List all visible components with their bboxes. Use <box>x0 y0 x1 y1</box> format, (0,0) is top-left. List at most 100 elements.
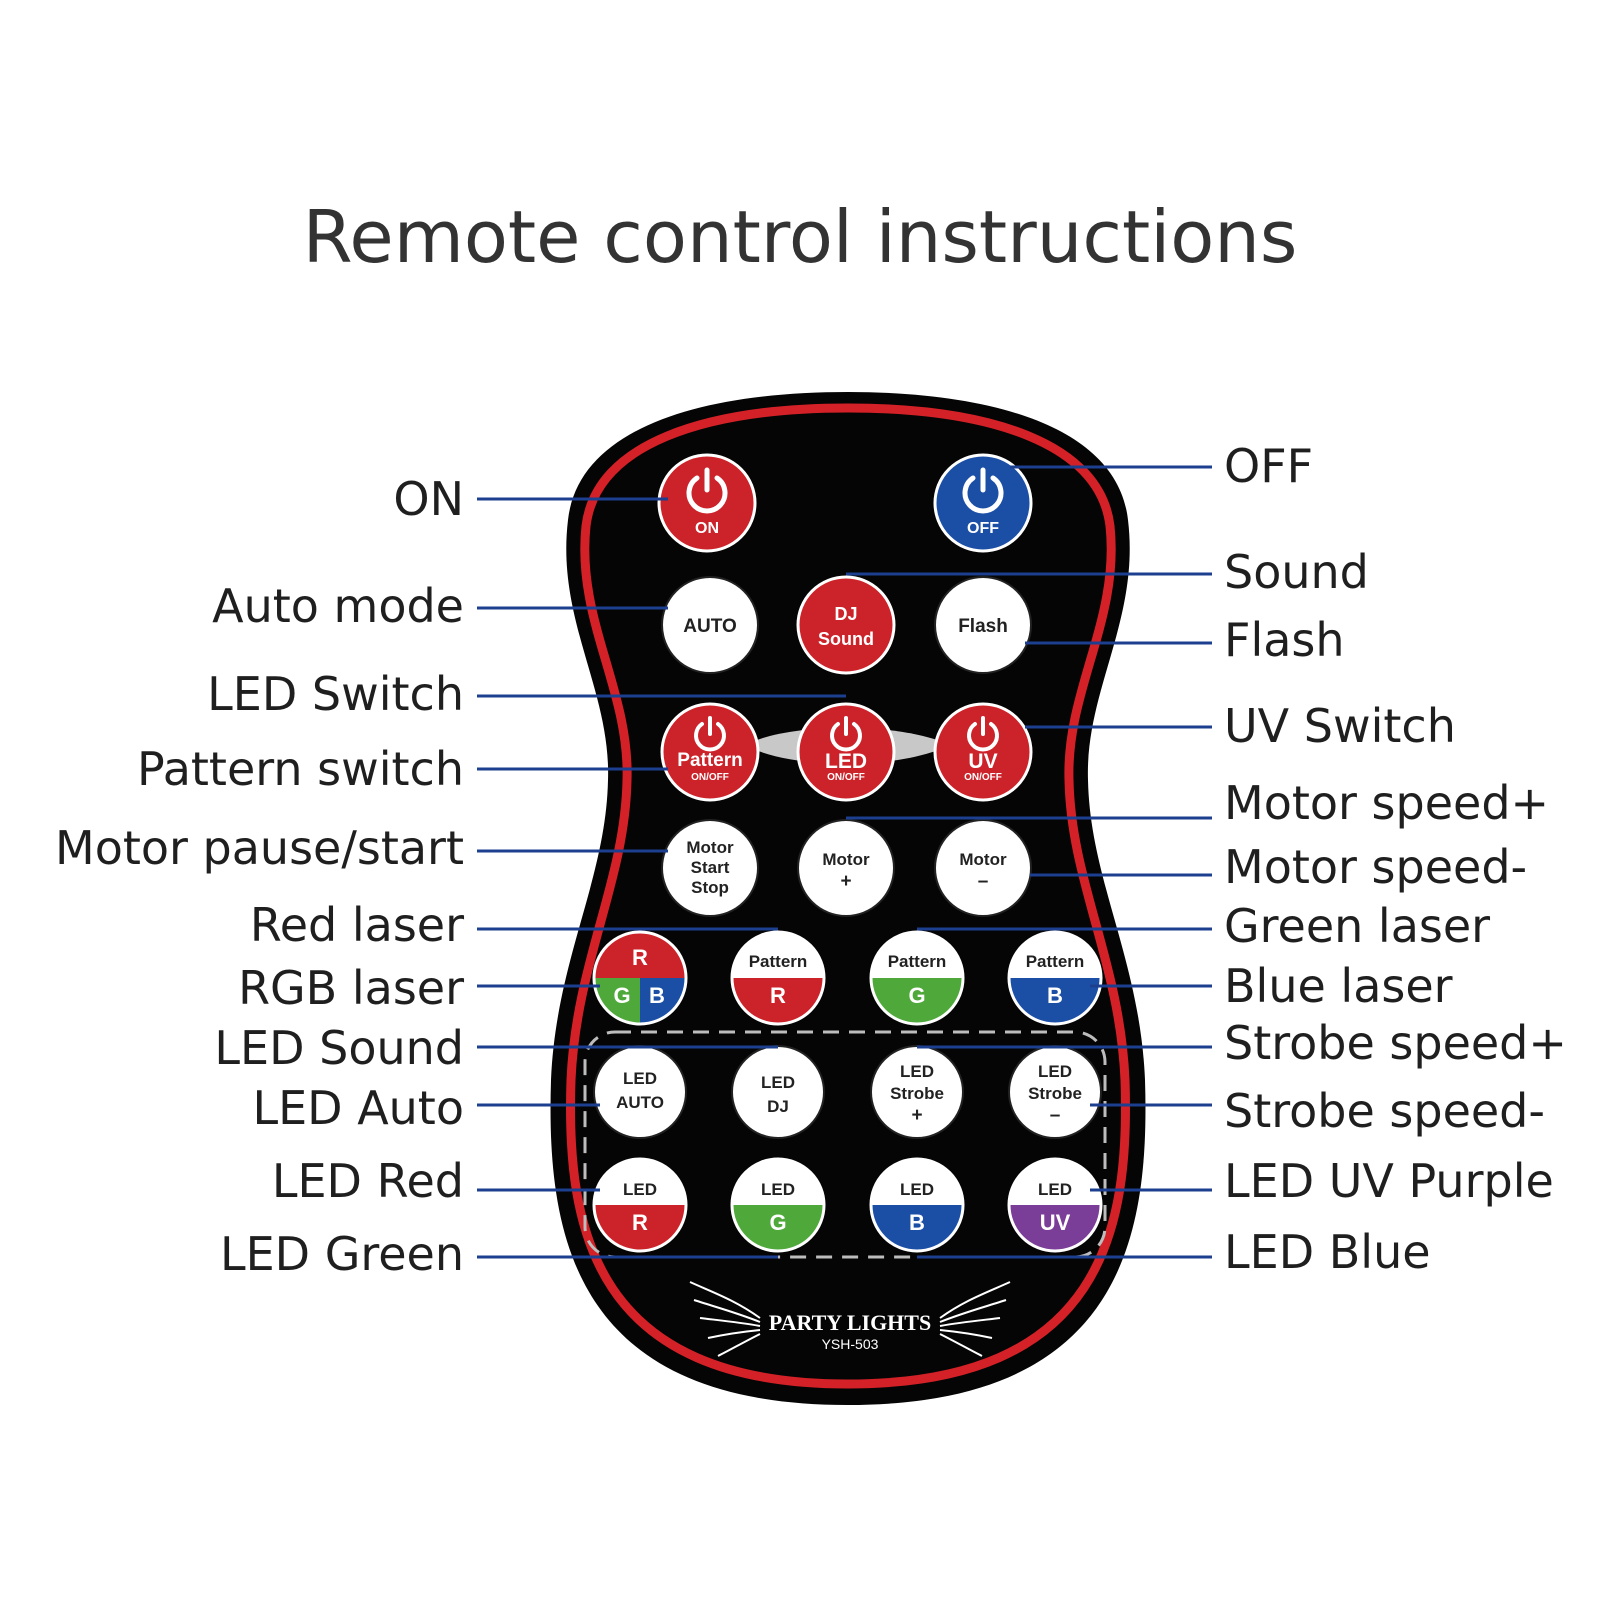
led-uv-button[interactable]: LED UV <box>1007 1157 1103 1253</box>
minus-label: – <box>978 871 989 892</box>
pattern-switch-label: Pattern <box>677 750 742 771</box>
strobe-plus-label: Strobe <box>890 1084 944 1103</box>
label-rgb-laser: RGB laser <box>238 961 464 1015</box>
label-led-green: LED Green <box>220 1227 464 1281</box>
label-led-auto: LED Auto <box>252 1081 464 1135</box>
sound-button-label: Sound <box>818 629 874 649</box>
motor-plus-label: Motor <box>822 850 870 869</box>
off-button[interactable]: OFF <box>933 453 1033 553</box>
label-on: ON <box>393 472 464 526</box>
led-blue-label: B <box>909 1210 925 1235</box>
led-group-frame <box>583 1030 1107 1259</box>
pattern-green-button[interactable]: Pattern G <box>869 930 965 1026</box>
led-dj-button[interactable]: LED DJ <box>731 1045 825 1139</box>
pattern-switch-button[interactable]: Pattern ON/OFF <box>660 702 760 802</box>
page-title: Remote control instructions <box>303 195 1298 279</box>
label-led-sound: LED Sound <box>214 1021 464 1075</box>
uv-onoff-label: ON/OFF <box>964 772 1002 783</box>
label-green-laser: Green laser <box>1224 899 1490 953</box>
on-button[interactable]: ON <box>657 453 757 553</box>
power-icon <box>694 722 726 752</box>
flash-button[interactable]: Flash <box>934 576 1032 674</box>
pattern-blue-button[interactable]: Pattern B <box>1007 930 1103 1026</box>
motor-plus-button[interactable]: Motor + <box>797 819 895 917</box>
led-strobe-plus-button[interactable]: LED Strobe + <box>870 1045 964 1139</box>
led-onoff-label: ON/OFF <box>827 772 865 783</box>
dj-sound-button[interactable]: DJ Sound <box>796 575 896 675</box>
uv-switch-label: UV <box>968 750 997 773</box>
pattern-b-top-label: Pattern <box>1026 952 1085 971</box>
led-uv-label: UV <box>1040 1210 1071 1235</box>
on-button-label: ON <box>695 520 719 537</box>
start-label: Start <box>691 858 730 877</box>
auto-button-label: AUTO <box>683 616 736 637</box>
label-led-uv-purple: LED UV Purple <box>1224 1154 1554 1208</box>
rgb-laser-button[interactable]: R G B <box>592 930 688 1026</box>
led-red-button[interactable]: LED R <box>592 1157 688 1253</box>
led-green-top-label: LED <box>761 1180 795 1199</box>
pattern-g-label: G <box>908 983 925 1008</box>
off-button-label: OFF <box>967 520 999 537</box>
pattern-onoff-label: ON/OFF <box>691 772 729 783</box>
led-strobe-minus-button[interactable]: LED Strobe – <box>1008 1045 1102 1139</box>
label-motor-pause-start: Motor pause/start <box>55 821 464 875</box>
pattern-red-button[interactable]: Pattern R <box>730 930 826 1026</box>
label-motor-speed-plus: Motor speed+ <box>1224 776 1549 830</box>
motor-start-stop-button[interactable]: Motor Start Stop <box>661 819 759 917</box>
wing-left-icon <box>689 1281 761 1357</box>
strobe-plus-top-label: LED <box>900 1062 934 1081</box>
label-auto-mode: Auto mode <box>212 579 464 633</box>
led-blue-button[interactable]: LED B <box>869 1157 965 1253</box>
remote-rim <box>566 403 1130 1389</box>
pattern-b-label: B <box>1047 983 1063 1008</box>
led-uv-top-label: LED <box>1038 1180 1072 1199</box>
leader-lines <box>477 465 1212 1259</box>
rgb-g-label: G <box>613 983 630 1008</box>
motor-label: Motor <box>686 838 734 857</box>
motor-minus-label: Motor <box>959 850 1007 869</box>
label-led-red: LED Red <box>272 1154 464 1208</box>
label-flash: Flash <box>1224 613 1345 667</box>
label-motor-speed-minus: Motor speed- <box>1224 840 1527 894</box>
auto-button[interactable]: AUTO <box>661 576 759 674</box>
led-auto-top-label: LED <box>623 1069 657 1088</box>
power-icon <box>967 722 999 752</box>
model-number: YSH-503 <box>822 1336 879 1352</box>
uv-switch-button[interactable]: UV ON/OFF <box>933 702 1033 802</box>
led-switch-button[interactable]: LED ON/OFF <box>796 702 896 802</box>
led-dj-label: DJ <box>767 1097 789 1116</box>
motor-minus-button[interactable]: Motor – <box>934 819 1032 917</box>
dj-button-label: DJ <box>834 604 857 624</box>
rgb-b-label: B <box>649 983 665 1008</box>
led-dj-top-label: LED <box>761 1073 795 1092</box>
label-red-laser: Red laser <box>250 898 464 952</box>
power-icon <box>686 475 728 514</box>
pattern-r-label: R <box>770 983 786 1008</box>
power-icon <box>962 475 1004 514</box>
led-green-label: G <box>769 1210 786 1235</box>
rgb-r-label: R <box>632 945 648 970</box>
label-strobe-speed-minus: Strobe speed- <box>1224 1084 1545 1138</box>
led-red-top-label: LED <box>623 1180 657 1199</box>
label-pattern-switch: Pattern switch <box>137 742 464 796</box>
led-green-button[interactable]: LED G <box>730 1157 826 1253</box>
label-off: OFF <box>1224 439 1313 493</box>
power-icon <box>830 722 862 752</box>
strobe-minus-sign: – <box>1050 1105 1061 1126</box>
strobe-plus-sign: + <box>911 1105 922 1126</box>
label-led-switch: LED Switch <box>207 667 464 721</box>
flash-button-label: Flash <box>958 616 1008 637</box>
wing-right-icon <box>939 1281 1011 1357</box>
pattern-r-top-label: Pattern <box>749 952 808 971</box>
led-switch-label: LED <box>825 750 867 773</box>
label-strobe-speed-plus: Strobe speed+ <box>1224 1016 1567 1070</box>
label-uv-switch: UV Switch <box>1224 699 1456 753</box>
label-blue-laser: Blue laser <box>1224 959 1453 1013</box>
stop-label: Stop <box>691 878 729 897</box>
led-auto-button[interactable]: LED AUTO <box>593 1045 687 1139</box>
led-auto-label: AUTO <box>616 1093 664 1112</box>
label-led-blue: LED Blue <box>1224 1225 1431 1279</box>
plus-label: + <box>840 871 851 892</box>
led-blue-top-label: LED <box>900 1180 934 1199</box>
